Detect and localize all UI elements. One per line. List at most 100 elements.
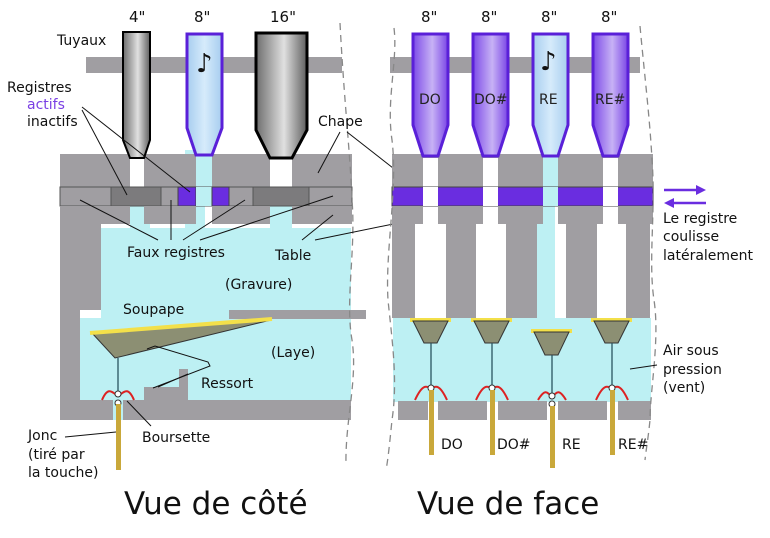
inactive-stop-16ft	[252, 186, 310, 207]
pipe-note-label: DO	[419, 92, 441, 108]
pipe-dosharp	[471, 32, 510, 158]
pipe-size-label: 8"	[541, 8, 557, 26]
table-seg	[60, 206, 130, 224]
pipe-note-label: RE#	[595, 92, 625, 108]
label-inactifs: inactifs	[27, 114, 78, 130]
groove-bar	[80, 224, 101, 310]
label-faux-registres: Faux registres	[127, 245, 225, 261]
leader-chape	[317, 131, 341, 174]
cut-line-right	[639, 25, 657, 461]
label-registres: Registres	[7, 80, 72, 96]
bottom-front	[558, 401, 607, 420]
slider-hole	[483, 187, 498, 206]
key-note-label: DO	[441, 437, 463, 453]
inactive-stop-4ft	[110, 186, 162, 207]
label-table: Table	[274, 248, 311, 264]
slider-hole	[423, 187, 438, 206]
pipe-size-label: 16"	[270, 8, 296, 26]
pipe-size-label: 8"	[601, 8, 617, 26]
label-laye: (Laye)	[271, 345, 315, 361]
side-view: ♪ 4" 8" 16" Tuyaux Registres actifs inac…	[7, 8, 404, 522]
bore	[423, 158, 438, 187]
label-tuyaux: Tuyaux	[56, 33, 106, 49]
groove-bar-front	[626, 224, 650, 318]
slider-hole	[196, 187, 212, 206]
bore-8ft	[196, 154, 212, 187]
label-slider: coulisse	[663, 229, 719, 245]
leader-boursette	[126, 400, 152, 427]
pipe-size-label: 4"	[129, 8, 145, 26]
label-ressort: Ressort	[201, 376, 254, 392]
leader-faux	[182, 199, 246, 241]
pallet-guide	[229, 310, 366, 319]
pipe-8ft-sounding: ♪	[185, 32, 224, 157]
bottom-front	[618, 401, 651, 420]
active-stop-right	[211, 186, 230, 207]
key-note-label: RE	[562, 437, 581, 453]
leader-air	[629, 364, 658, 370]
table-front	[618, 206, 653, 224]
table-front	[558, 206, 603, 224]
pipe-re-sounding: ♪	[531, 32, 570, 158]
front-view-title: Vue de face	[417, 486, 599, 522]
pipe-size-label: 8"	[481, 8, 497, 26]
pallet-front-dosharp	[471, 318, 512, 455]
table-seg	[144, 206, 196, 224]
table-seg	[292, 206, 352, 224]
bottom-board	[60, 400, 351, 420]
leader-table-front	[314, 221, 404, 241]
leader-jonc	[64, 431, 117, 438]
pipe-note-label: DO#	[474, 92, 508, 108]
cut-line-left	[385, 27, 396, 471]
table-seg	[212, 206, 270, 224]
leader-chape-front	[346, 131, 394, 169]
slider-hole-open	[543, 187, 558, 206]
bore	[483, 158, 498, 187]
pallet-front-resharp	[591, 318, 632, 455]
groove-bar-front	[392, 224, 415, 318]
pallet-front-re-open	[531, 329, 572, 468]
tracker-jonc	[116, 404, 121, 470]
label-air: (vent)	[663, 380, 705, 396]
table-front	[392, 206, 423, 224]
label-boursette: Boursette	[142, 430, 210, 446]
label-jonc-note: (tiré par	[28, 447, 85, 463]
pipe-size-label: 8"	[194, 8, 210, 26]
spring-block-post	[179, 369, 188, 400]
label-slider: latéralement	[663, 248, 754, 264]
key-note-label: DO#	[497, 437, 531, 453]
groove-bar-front	[506, 224, 537, 318]
label-gravure: (Gravure)	[225, 277, 292, 293]
key-note-label: RE#	[618, 437, 648, 453]
leader-inactive	[81, 109, 128, 196]
bottom-front	[498, 401, 547, 420]
bore-open	[543, 154, 558, 187]
slider-hole	[603, 187, 618, 206]
label-jonc: Jonc	[27, 428, 57, 444]
bore-16ft	[270, 158, 292, 187]
bore-4ft	[130, 158, 144, 187]
leader-faux	[199, 195, 334, 241]
pipe-note-label: RE	[539, 92, 558, 108]
label-jonc-note: la touche)	[28, 465, 99, 481]
bottom-front	[438, 401, 487, 420]
rack-board-front	[390, 57, 640, 73]
groove-bar-front	[566, 224, 597, 318]
table-front	[438, 206, 483, 224]
pipe-16ft	[254, 31, 309, 160]
bore	[603, 158, 618, 187]
spring-block	[144, 387, 188, 400]
label-chape: Chape	[318, 114, 363, 130]
label-actifs: actifs	[27, 97, 65, 113]
groove	[101, 228, 351, 318]
leader-ressort	[157, 373, 189, 388]
pallet-leather	[89, 317, 273, 335]
label-slider: Le registre	[663, 211, 737, 227]
label-air: pression	[663, 362, 722, 378]
pipe-do	[411, 32, 450, 158]
channel-16ft-lower	[270, 205, 292, 230]
pipe-4ft	[122, 31, 151, 159]
music-note-icon: ♪	[540, 47, 557, 77]
table-front	[498, 206, 543, 224]
